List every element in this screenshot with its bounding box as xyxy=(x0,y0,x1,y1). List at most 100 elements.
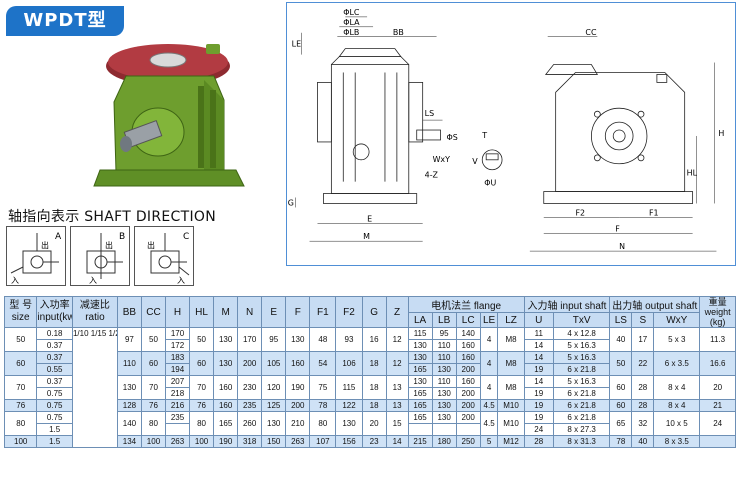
cell-bb: 140 xyxy=(116,411,142,436)
cell-lb: 130 xyxy=(431,411,457,424)
cell-cc: 50 xyxy=(140,327,167,352)
cell-la: 165 xyxy=(407,387,433,400)
cell-e: 150 xyxy=(261,435,287,448)
cell-ratio: 1/10 1/15 1/20 1/25 1/30 1/40 1/50 1/60 xyxy=(71,327,118,448)
cell-n: 318 xyxy=(237,435,263,448)
cell-f2: 107 xyxy=(309,435,337,448)
cell-cc: 70 xyxy=(140,375,167,400)
shaft-direction-b-icon: B 出 入 xyxy=(86,232,125,285)
cell-u: 28 xyxy=(523,435,554,448)
cell-ls: 40 xyxy=(609,327,633,352)
model-badge: WPDT型 xyxy=(6,6,124,36)
cell-m: 130 xyxy=(213,351,239,376)
dim-e: E xyxy=(367,214,372,223)
cell-g: 18 xyxy=(361,375,387,400)
cell-m: 165 xyxy=(213,411,239,436)
cell-la: 130 xyxy=(407,351,433,364)
cell-la: 215 xyxy=(407,435,433,448)
cell-m: 160 xyxy=(213,399,239,412)
cell-txv: 8 x 27.3 xyxy=(552,423,611,436)
cell-s: 17 xyxy=(631,327,655,352)
cell-weight: 11.3 xyxy=(699,327,736,352)
cell-f: 200 xyxy=(285,399,311,412)
cell-hl: 76 xyxy=(189,399,215,412)
col-flange: 电机法兰 flange xyxy=(407,296,525,313)
cell-s: 28 xyxy=(631,399,655,412)
cell-cc: 100 xyxy=(140,435,167,448)
cell-cc: 60 xyxy=(140,351,167,376)
cell-power: 1.5 xyxy=(36,423,73,436)
shaft-direction-a-label: A xyxy=(55,232,62,242)
cell-txv: 6 x 21.8 xyxy=(552,399,611,412)
cell-f: 130 xyxy=(285,327,311,352)
col-g: G xyxy=(361,296,387,328)
cell-lz: M10 xyxy=(497,399,525,412)
cell-e: 105 xyxy=(261,351,287,376)
cell-ls: 60 xyxy=(609,375,633,400)
dim-la: ΦLA xyxy=(343,18,360,27)
cell-bb: 134 xyxy=(116,435,142,448)
cell-m: 160 xyxy=(213,375,239,400)
shaft-direction-c-out: 出 xyxy=(147,240,155,250)
cell-le: 4 xyxy=(479,375,499,400)
col-m: M xyxy=(213,296,239,328)
cell-txv: 6 x 21.8 xyxy=(552,363,611,376)
table-row: 500.181/10 1/15 1/20 1/25 1/30 1/40 1/50… xyxy=(3,327,736,448)
cell-s: 40 xyxy=(631,435,655,448)
dim-ls: LS xyxy=(425,109,434,118)
dim-lc: ΦLC xyxy=(343,8,360,17)
cell-h: 170 xyxy=(164,327,191,340)
cell-lc: 250 xyxy=(455,435,481,448)
dim-s: ΦS xyxy=(446,133,457,142)
dim-lb: ΦLB xyxy=(343,28,359,37)
col-n: N xyxy=(237,296,263,328)
col-f1: F1 xyxy=(309,296,337,328)
shaft-direction-b-in: 入 xyxy=(89,276,97,285)
cell-e: 125 xyxy=(261,399,287,412)
cell-u: 24 xyxy=(523,423,554,436)
cell-f2: 80 xyxy=(309,411,337,436)
cell-m: 130 xyxy=(213,327,239,352)
cell-size: 60 xyxy=(3,351,38,376)
col-ls: LS xyxy=(609,312,633,328)
dim-h: H xyxy=(718,129,724,138)
front-view-housing xyxy=(555,72,686,192)
dim-f: F xyxy=(615,224,620,233)
cell-h: 194 xyxy=(164,363,191,376)
col-e: E xyxy=(261,296,287,328)
cell-ls: 65 xyxy=(609,411,633,436)
cell-u: 11 xyxy=(523,327,554,340)
spec-table-body: 500.181/10 1/15 1/20 1/25 1/30 1/40 1/50… xyxy=(3,327,736,448)
cell-lc xyxy=(455,423,481,436)
cell-lb: 95 xyxy=(431,327,457,340)
cell-z: 14 xyxy=(385,435,409,448)
cell-g: 18 xyxy=(361,351,387,376)
cell-size: 80 xyxy=(3,411,38,436)
cell-size: 76 xyxy=(3,399,38,412)
col-z: Z xyxy=(385,296,409,328)
cell-h: 216 xyxy=(164,399,191,412)
cell-wxy: 6 x 3.5 xyxy=(653,351,701,376)
cell-lc: 160 xyxy=(455,375,481,388)
col-s: S xyxy=(631,312,655,328)
cell-la: 130 xyxy=(407,375,433,388)
cell-txv: 8 x 31.3 xyxy=(552,435,611,448)
cell-f: 263 xyxy=(285,435,311,448)
cell-wxy: 8 x 4 xyxy=(653,375,701,400)
shaft-direction-a-in: 入 xyxy=(11,276,19,285)
cell-bb: 110 xyxy=(116,351,142,376)
cell-f2: 78 xyxy=(309,399,337,412)
cell-e: 120 xyxy=(261,375,287,400)
dim-g: G xyxy=(288,198,294,207)
col-input-shaft: 入力轴 input shaft xyxy=(523,296,611,313)
cell-m: 190 xyxy=(213,435,239,448)
cell-lc: 140 xyxy=(455,327,481,340)
cell-size: 100 xyxy=(3,435,38,448)
cell-wxy: 8 x 3.5 xyxy=(653,435,701,448)
dim-v: V xyxy=(472,157,478,166)
cell-size: 70 xyxy=(3,375,38,400)
